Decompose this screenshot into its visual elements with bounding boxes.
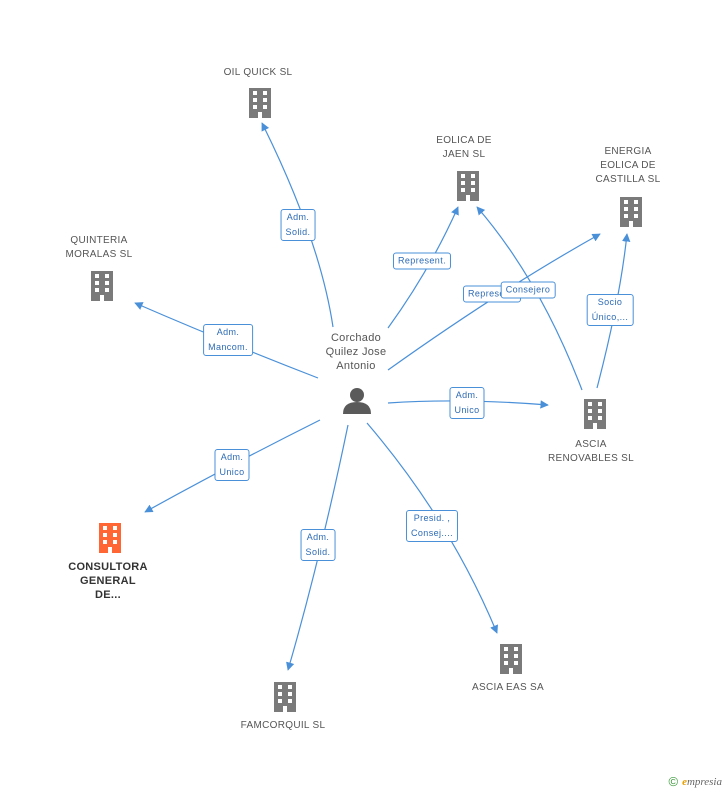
edge-role-label[interactable]: Represent. — [392, 252, 452, 270]
building-icon[interactable] — [91, 271, 113, 301]
edge-role-label[interactable]: Socio Único,... — [586, 294, 634, 326]
company-name-quinteria[interactable]: QUINTERIA MORALAS SL — [65, 235, 133, 260]
company-name-ascia-renovables[interactable]: ASCIA RENOVABLES SL — [548, 439, 634, 464]
edges-layer — [134, 122, 631, 671]
company-name-famcorquil[interactable]: FAMCORQUIL SL — [240, 720, 326, 731]
edge-role-label[interactable]: Adm. Unico — [214, 449, 250, 481]
nodes-layer — [91, 88, 642, 712]
person-icon[interactable] — [343, 388, 371, 414]
empresia-logo[interactable]: empresia — [682, 775, 722, 788]
building-icon[interactable] — [274, 682, 296, 712]
building-icon[interactable] — [99, 523, 121, 553]
person-name[interactable]: Corchado Quilez Jose Antonio — [325, 332, 387, 372]
footer-brand: © empresia — [668, 774, 722, 789]
building-icon[interactable] — [620, 197, 642, 227]
company-name-oil-quick[interactable]: OIL QUICK SL — [223, 67, 293, 78]
building-icon[interactable] — [584, 399, 606, 429]
copyright-icon: © — [668, 774, 679, 789]
company-name-eolica-jaen[interactable]: EOLICA DE JAEN SL — [436, 135, 492, 160]
edge-role-label[interactable]: Adm. Solid. — [280, 209, 316, 241]
edge-role-label[interactable]: Adm. Unico — [449, 387, 485, 419]
company-name-energia-eolica[interactable]: ENERGIA EOLICA DE CASTILLA SL — [595, 146, 661, 185]
building-icon[interactable] — [500, 644, 522, 674]
edge-role-label[interactable]: Adm. Mancom. — [203, 324, 253, 356]
edge-role-label[interactable]: Presid. , Consej.... — [405, 510, 459, 542]
edge-role-label[interactable]: Consejero — [500, 281, 556, 299]
building-icon[interactable] — [249, 88, 271, 118]
company-name-ascia-eas[interactable]: ASCIA EAS SA — [472, 682, 544, 693]
building-icon[interactable] — [457, 171, 479, 201]
company-name-consultora[interactable]: CONSULTORA GENERAL DE... — [68, 561, 148, 601]
edge-role-label[interactable]: Adm. Solid. — [300, 529, 336, 561]
